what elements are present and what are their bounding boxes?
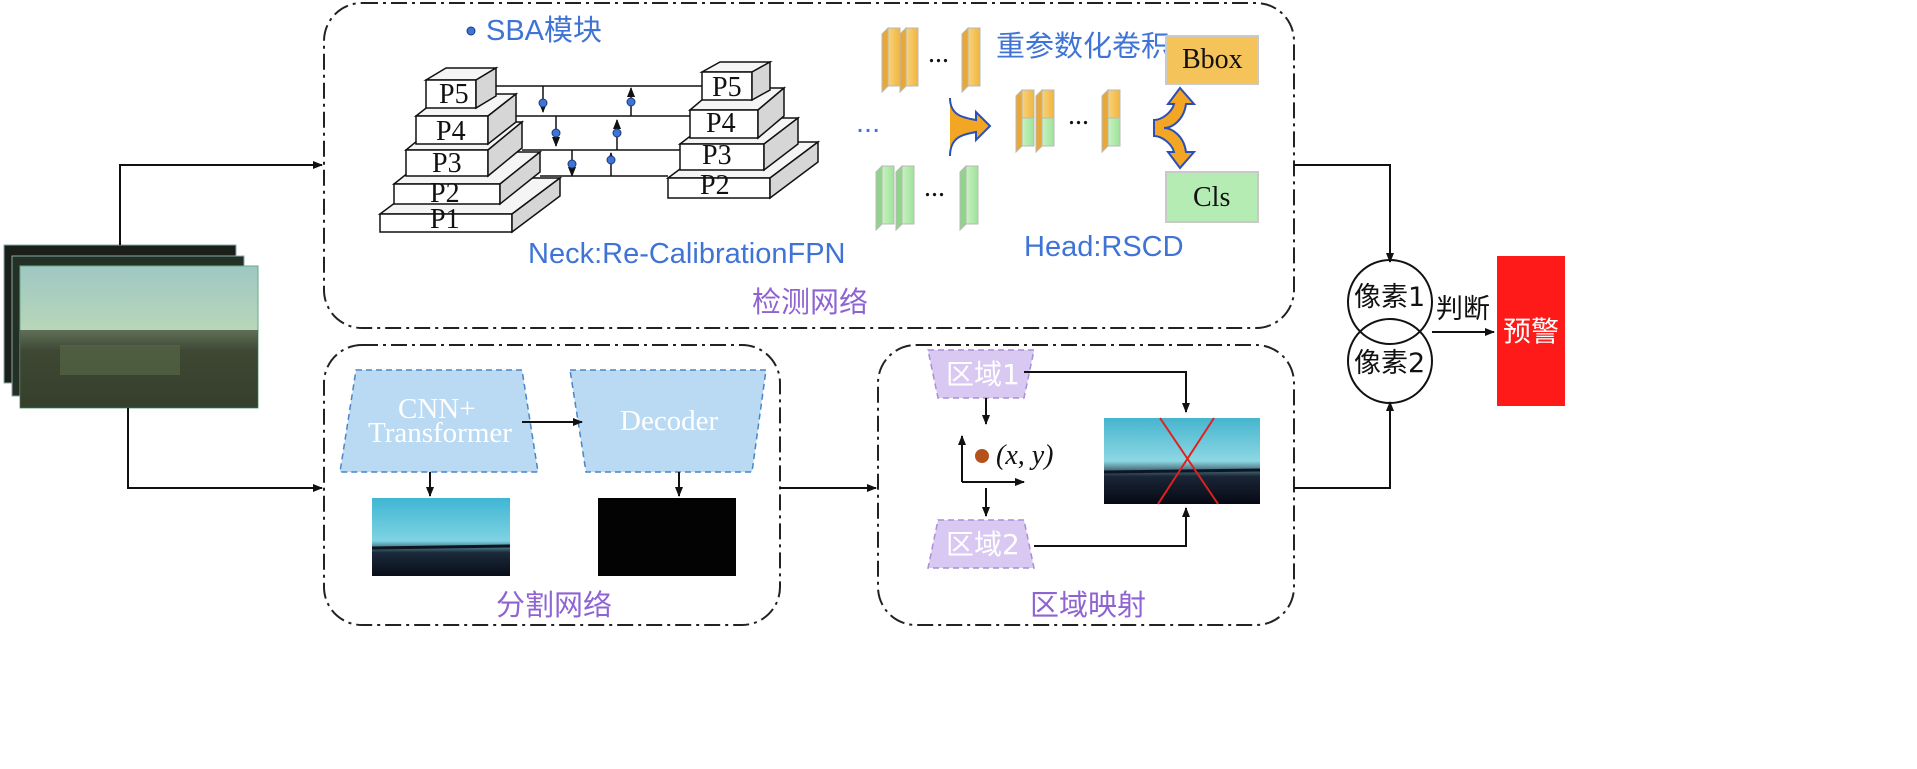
green-conv-ellipsis: ... [924, 172, 945, 203]
coordinate-axes-icon [958, 435, 1025, 486]
segmentation-mask-image [598, 498, 736, 576]
left-p2-label: P2 [430, 178, 460, 209]
encoder-label-line2: Transformer [368, 417, 512, 449]
neck-label: Neck:Re-CalibrationFPN [528, 238, 846, 270]
left-p5-label: P5 [439, 79, 469, 110]
encoder-label-line1: CNN+ [398, 393, 476, 425]
decoder-label: Decoder [620, 405, 719, 437]
cls-label: Cls [1193, 182, 1230, 213]
coordinate-label: (x, y) [996, 440, 1054, 471]
right-p3-label: P3 [702, 140, 732, 171]
yellow-conv-ellipsis: ... [928, 38, 949, 69]
right-p2-label: P2 [700, 170, 730, 201]
sba-dot-icon [466, 26, 476, 36]
pixel2-circle [1347, 318, 1433, 404]
head-label: Head:RSCD [1024, 231, 1184, 263]
pixel1-circle [1347, 259, 1433, 345]
bbox-box [1165, 35, 1259, 85]
bbox-label: Bbox [1182, 44, 1243, 75]
warning-label: 预警 [1503, 315, 1559, 348]
region2-box [927, 519, 1035, 569]
left-feature-pyramid [377, 66, 563, 234]
cross-mark-icon [1159, 417, 1219, 505]
merged-conv-stack [1015, 88, 1121, 154]
reparam-conv-label: 重参数化卷积 [996, 30, 1170, 63]
merged-conv-ellipsis: ... [1068, 100, 1089, 131]
sba-module-dots [538, 97, 636, 169]
right-p4-label: P4 [706, 108, 736, 139]
yellow-conv-stack [881, 26, 981, 94]
cls-box [1165, 171, 1259, 223]
encoder-trapezoid [339, 369, 539, 473]
warning-box [1497, 256, 1565, 406]
pixel1-label: 像素1 [1354, 282, 1425, 313]
region1-box [927, 349, 1035, 399]
head-ellipsis-left: ... [856, 107, 880, 139]
segmentation-network-panel [323, 344, 781, 626]
decoder-trapezoid [569, 369, 767, 473]
split-arrow-icon [1153, 86, 1197, 170]
pixel2-label: 像素2 [1354, 348, 1425, 379]
merge-arrow-icon [949, 97, 992, 157]
segmentation-input-image [371, 498, 511, 576]
judge-label: 判断 [1436, 294, 1490, 325]
left-p4-label: P4 [436, 116, 466, 147]
green-conv-stack [875, 164, 979, 232]
region2-label: 区域2 [946, 528, 1020, 561]
sba-label: SBA模块 [486, 14, 602, 47]
input-video-frames [3, 244, 259, 409]
left-p1-label: P1 [430, 204, 460, 235]
mapped-region-image [1103, 417, 1261, 505]
segmentation-network-title: 分割网络 [496, 588, 612, 622]
right-p5-label: P5 [712, 72, 742, 103]
region-mapping-title: 区域映射 [1030, 588, 1146, 622]
left-p3-label: P3 [432, 148, 462, 179]
right-feature-pyramid [665, 60, 821, 200]
detection-network-title: 检测网络 [752, 285, 868, 319]
region-mapping-panel [877, 344, 1295, 626]
region1-label: 区域1 [946, 358, 1020, 391]
